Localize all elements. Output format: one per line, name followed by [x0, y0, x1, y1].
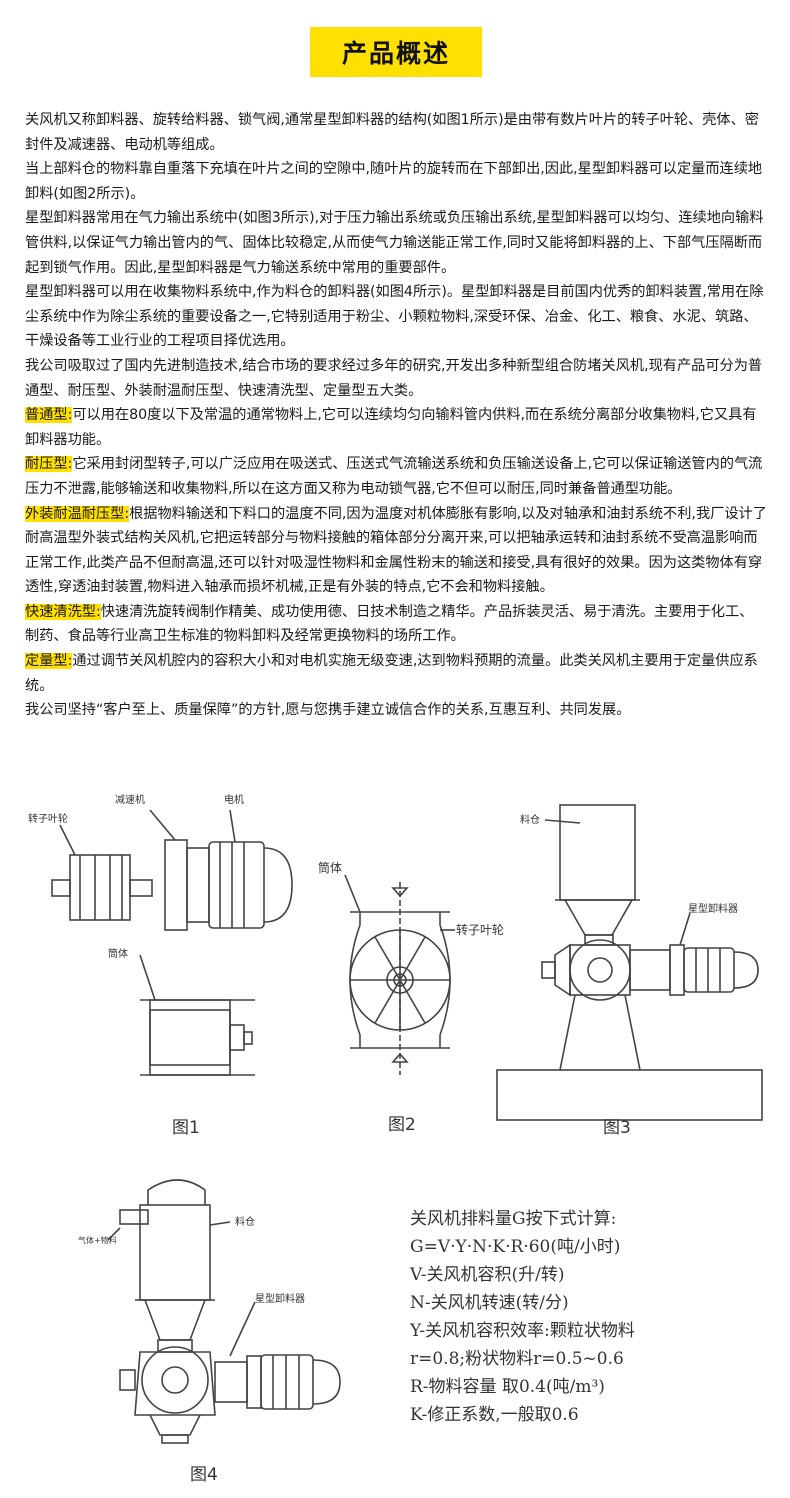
formula-line: Y-关风机容积效率:颗粒状物料 — [410, 1321, 635, 1341]
formula-line: K-修正系数,一般取0.6 — [410, 1405, 579, 1425]
fig1-body-label: 筒体 — [108, 947, 128, 960]
paragraph-text: 我公司吸取过了国内先进制造技术,结合市场的要求经过多年的研究,开发出多种新型组合… — [25, 357, 763, 399]
fig3-hopper-label: 料仓 — [520, 813, 540, 826]
paragraph-text: 它采用封闭型转子,可以广泛应用在吸送式、压送式气流输送系统和负压输送设备上,它可… — [25, 456, 763, 497]
overview-text: 关风机又称卸料器、旋转给料器、锁气阀,通常星型卸料器的结构(如图1所示)是由带有… — [25, 108, 767, 723]
fig4-hopper-label: 料仓 — [235, 1215, 255, 1228]
paragraph-text: 星型卸料器可以用在收集物料系统中,作为料仓的卸料器(如图4所示)。星型卸料器是目… — [25, 284, 764, 350]
figure-4: 气体+物料 料仓 星型卸料器 图4 — [78, 1179, 341, 1485]
figure-3: 料仓 星型卸料器 图3 — [496, 804, 763, 1138]
pipe-base-shape — [496, 1069, 763, 1121]
paragraph-text: 星型卸料器常用在气力输出系统中(如图3所示),对于压力输出系统或负压输出系统,星… — [25, 210, 764, 276]
paragraph-quantitative-type: 定量型:通过调节关风机腔内的容积大小和对电机实施无级变速,达到物料预期的流量。此… — [25, 649, 767, 698]
type-label-pressure: 耐压型: — [25, 456, 73, 473]
formula-line: R-物料容量 取0.4(吨/m³) — [410, 1377, 605, 1397]
paragraph-standard-type: 普通型:可以用在80度以下及常温的通常物料上,它可以连续均匀向输料管内供料,而在… — [25, 403, 767, 452]
figure-1: 转子叶轮 减速机 电机 筒体 图1 — [28, 793, 293, 1138]
paragraph-text: 我公司坚持“客户至上、质量保障”的方针,愿与您携手建立诚信合作的关系,互惠互利、… — [25, 702, 631, 719]
type-label-quick-clean: 快速清洗型: — [25, 603, 101, 620]
hopper-shape — [559, 804, 636, 901]
formula-line: r=0.8;粉状物料r=0.5~0.6 — [410, 1349, 624, 1369]
paragraph-text: 通过调节关风机腔内的容积大小和对电机实施无级变速,达到物料预期的流量。此类关风机… — [25, 653, 758, 694]
paragraph: 关风机又称卸料器、旋转给料器、锁气阀,通常星型卸料器的结构(如图1所示)是由带有… — [25, 108, 767, 157]
feeder-motor-shape — [683, 947, 735, 993]
fig4-caption: 图4 — [190, 1465, 218, 1485]
hopper-shape-fig4 — [139, 1204, 211, 1301]
paragraph-quick-clean-type: 快速清洗型:快速清洗旋转阀制作精美、成功使用德、日技术制造之精华。产品拆装灵活、… — [25, 600, 767, 649]
fig4-feeder-label: 星型卸料器 — [255, 1292, 305, 1305]
motor-shape — [208, 841, 265, 929]
paragraph-pressure-type: 耐压型:它采用封闭型转子,可以广泛应用在吸送式、压送式气流输送系统和负压输送设备… — [25, 452, 767, 501]
paragraph: 星型卸料器常用在气力输出系统中(如图3所示),对于压力输出系统或负压输出系统,星… — [25, 206, 767, 280]
figure-2: 筒体 转子叶轮 图2 — [318, 860, 504, 1135]
paragraph: 星型卸料器可以用在收集物料系统中,作为料仓的卸料器(如图4所示)。星型卸料器是目… — [25, 280, 767, 354]
fig3-feeder-label: 星型卸料器 — [688, 902, 738, 915]
paragraph-external-type: 外装耐温耐压型:根据物料输送和下料口的温度不同,因为温度对机体膨胀有影响,以及对… — [25, 502, 767, 600]
fig2-caption: 图2 — [388, 1115, 416, 1135]
paragraph-text: 关风机又称卸料器、旋转给料器、锁气阀,通常星型卸料器的结构(如图1所示)是由带有… — [25, 112, 759, 153]
fig3-caption: 图3 — [603, 1118, 631, 1138]
inlet-pipe-shape — [119, 1209, 149, 1225]
fig4-motor-shape — [260, 1354, 314, 1410]
fig1-motor-label: 电机 — [224, 793, 244, 806]
formula-line: N-关风机转速(转/分) — [410, 1293, 569, 1313]
figures-diagram: 转子叶轮 减速机 电机 筒体 图1 筒体 — [28, 793, 763, 1485]
type-label-external: 外装耐温耐压型: — [25, 505, 130, 522]
paragraph: 我公司吸取过了国内先进制造技术,结合市场的要求经过多年的研究,开发出多种新型组合… — [25, 354, 767, 403]
fig1-rotor-label: 转子叶轮 — [28, 812, 68, 825]
paragraph-text: 快速清洗旋转阀制作精美、成功使用德、日技术制造之精华。产品拆装灵活、易于清洗。主… — [25, 603, 754, 645]
type-label-quantitative: 定量型: — [25, 653, 73, 670]
formula-line: G=V·Y·N·K·R·60(吨/小时) — [410, 1237, 621, 1257]
paragraph: 当上部料仓的物料靠自重落下充填在叶片之间的空隙中,随叶片的旋转而在下部卸出,因此… — [25, 157, 767, 206]
reducer-shape — [164, 839, 188, 931]
paragraph-text: 当上部料仓的物料靠自重落下充填在叶片之间的空隙中,随叶片的旋转而在下部卸出,因此… — [25, 161, 763, 202]
paragraph-text: 根据物料输送和下料口的温度不同,因为温度对机体膨胀有影响,以及对轴承和油封系统不… — [25, 505, 767, 596]
body-shape — [149, 999, 231, 1076]
rotor-impeller-shape — [69, 854, 131, 921]
page-title: 产品概述 — [310, 27, 482, 77]
discharge-formula: 关风机排料量G按下式计算: G=V·Y·N·K·R·60(吨/小时) V-关风机… — [410, 1205, 770, 1429]
formula-line: V-关风机容积(升/转) — [410, 1265, 565, 1285]
fig1-reducer-label: 减速机 — [115, 793, 145, 806]
fig4-gas-label: 气体+物料 — [78, 1235, 117, 1245]
fig2-rotor-label: 转子叶轮 — [456, 922, 504, 937]
formula-line: 关风机排料量G按下式计算: — [410, 1209, 617, 1229]
paragraph-text: 可以用在80度以下及常温的通常物料上,它可以连续均匀向输料管内供料,而在系统分离… — [25, 407, 757, 448]
fig2-body-label: 筒体 — [318, 860, 342, 875]
paragraph: 我公司坚持“客户至上、质量保障”的方针,愿与您携手建立诚信合作的关系,互惠互利、… — [25, 698, 767, 723]
fig1-caption: 图1 — [172, 1118, 200, 1138]
type-label-standard: 普通型: — [25, 407, 73, 424]
